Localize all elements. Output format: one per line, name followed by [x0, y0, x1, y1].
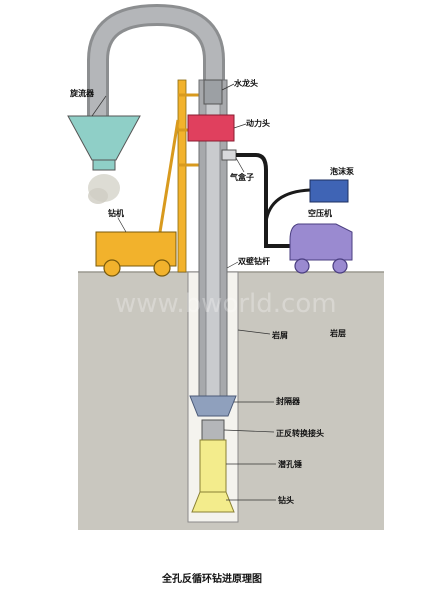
- label-rock: 岩层: [329, 328, 346, 338]
- leader-lines: [91, 83, 276, 501]
- drill-rig: [95, 231, 177, 277]
- air-hose: [236, 153, 292, 248]
- sealer: [189, 395, 237, 417]
- swivel: [203, 79, 223, 105]
- dth-hammer: [199, 439, 227, 493]
- label-air-compressor: 空压机: [308, 208, 332, 218]
- air-box: [221, 149, 237, 161]
- foam-pump: [309, 179, 349, 203]
- label-hole-hammer: 潜孔锤: [278, 459, 302, 469]
- label-dual-wall-rod: 双壁钻杆: [238, 256, 270, 266]
- label-sealer: 封隔器: [276, 396, 301, 406]
- label-adapter: 正反转换接头: [276, 428, 324, 438]
- label-swivel: 水龙头: [233, 78, 258, 88]
- label-rig: 钻机: [108, 208, 124, 218]
- cyclone: [67, 115, 141, 204]
- label-foam-pump: 泡沫泵: [330, 166, 354, 176]
- watermark: www.bworld.com: [115, 289, 337, 319]
- foam-hose: [264, 188, 311, 223]
- drill-bit: [191, 491, 235, 513]
- label-power-head: 动力头: [246, 118, 270, 128]
- air-compressor: [289, 223, 353, 274]
- rig-mast: [158, 79, 202, 273]
- label-air-box: 气盒子: [229, 172, 254, 182]
- label-cyclone: 旋流器: [69, 88, 95, 98]
- power-head: [187, 114, 235, 142]
- label-rock-wall: 岩屑: [271, 330, 288, 340]
- diagram-caption: 全孔反循环钻进原理图: [161, 572, 262, 585]
- adapter: [201, 419, 225, 441]
- label-bit: 钻头: [278, 495, 294, 505]
